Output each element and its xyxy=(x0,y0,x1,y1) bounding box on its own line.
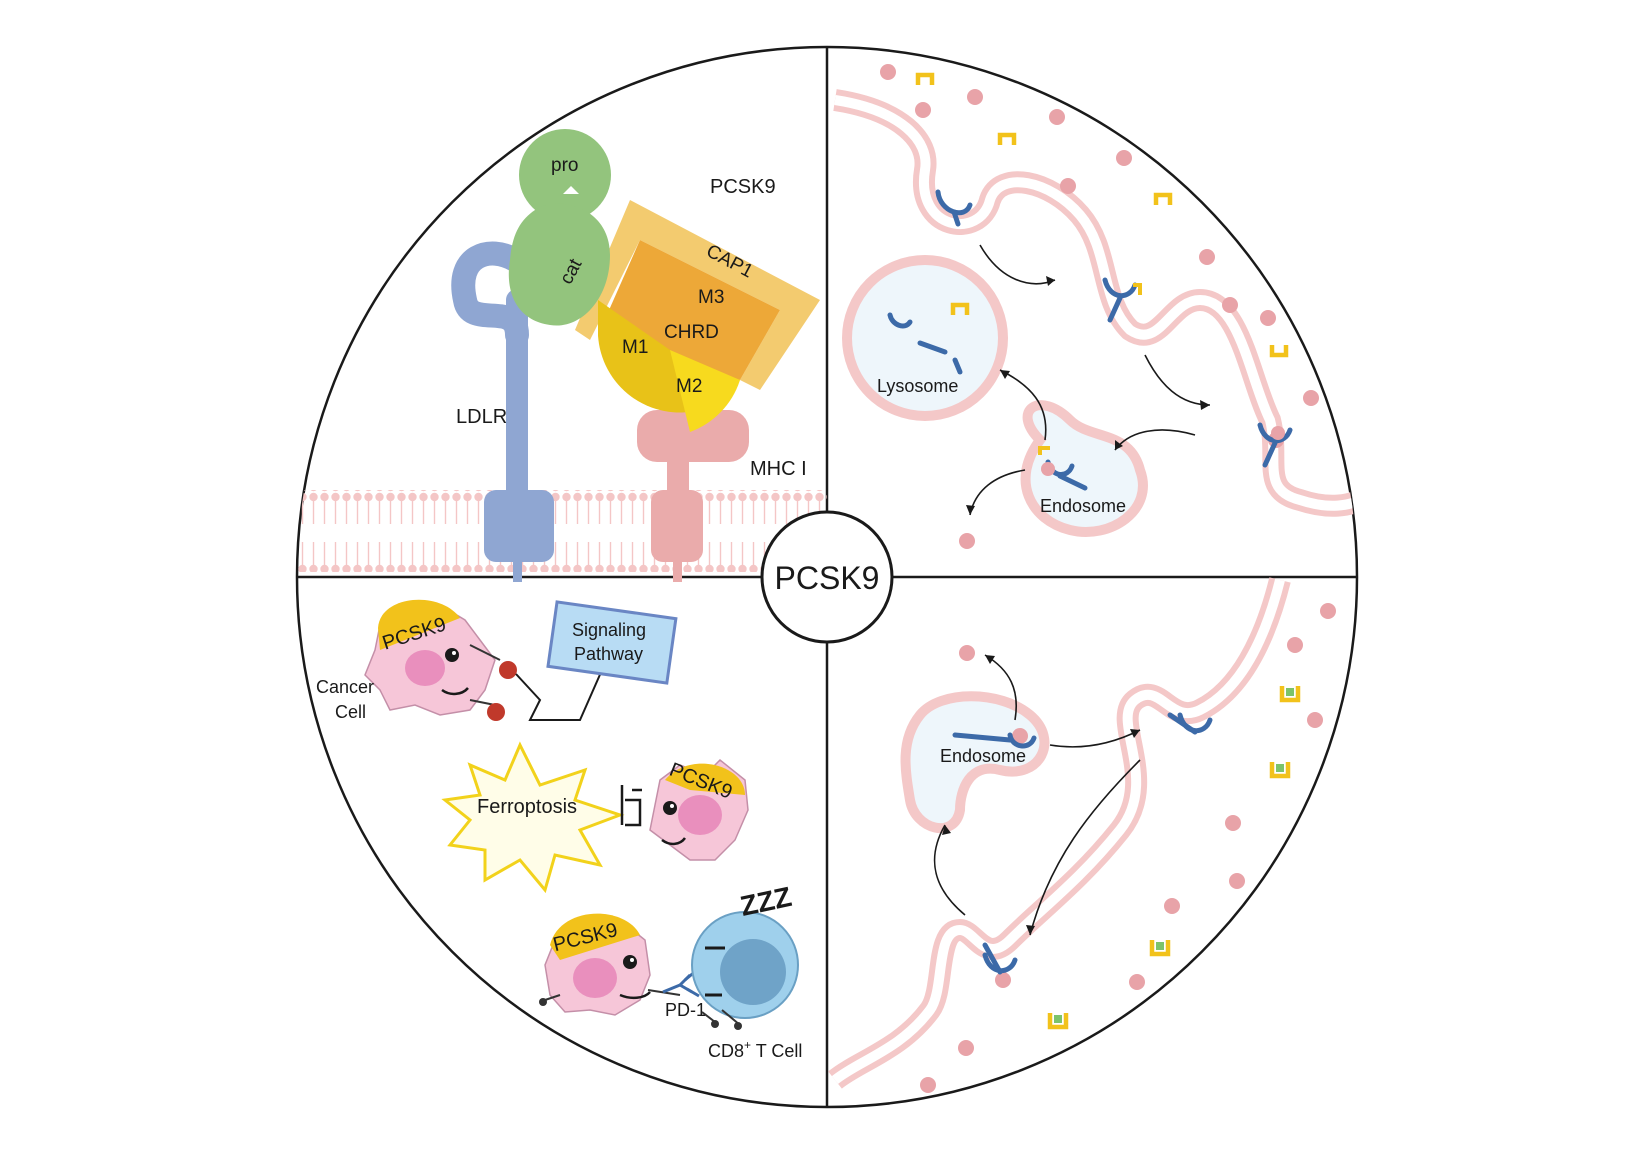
lysosome xyxy=(842,255,1008,421)
legend-ldlr-icon xyxy=(1275,1027,1343,1053)
inhibit-symbol xyxy=(620,785,642,827)
domain-m2: M2 xyxy=(676,376,702,397)
structure-panel: LDLR MHC I PCSK9 pro cat CAP1 M3 CH xyxy=(297,129,827,582)
cancer-cell-2 xyxy=(649,758,749,861)
legend-label-ldlr: :LDLR xyxy=(1345,1035,1399,1056)
ldlr-label: LDLR xyxy=(456,406,507,428)
cancer-cell-1 xyxy=(364,599,517,721)
pcsk9-structure-label: PCSK9 xyxy=(710,176,776,198)
t-cell xyxy=(691,911,799,1030)
endosome-label-top: Endosome xyxy=(1040,496,1126,516)
endosome-bottom xyxy=(900,691,1050,833)
cell-membrane xyxy=(297,490,827,572)
pd1-receptor xyxy=(662,968,700,998)
cholesterol-dots-top xyxy=(880,64,1319,549)
legend-label-inhibitor: :PCSK9 inhibitor xyxy=(1290,1079,1430,1100)
center-title: PCSK9 xyxy=(775,560,880,596)
legend-inhibitor-icon xyxy=(1277,1082,1288,1093)
arrowheads-bottom xyxy=(942,655,1140,935)
degradation-panel: Lysosome Endosome xyxy=(833,64,1357,549)
legend-label-cholesterol: :Cholesterol xyxy=(1298,949,1399,970)
pcsk9-structure xyxy=(508,129,820,432)
legend-cholesterol-icon xyxy=(1274,949,1292,967)
ferroptosis-label: Ferroptosis xyxy=(477,796,577,818)
inhibitor-complexes xyxy=(1047,686,1301,1030)
arrowheads-top xyxy=(966,276,1210,515)
signaling-label-line2: Pathway xyxy=(574,644,643,664)
endosome-label-bottom: Endosome xyxy=(940,746,1026,766)
mhc-label: MHC I xyxy=(750,458,807,480)
cancer-panel: PCSK9 Cancer Cell Signaling Pathway Ferr… xyxy=(316,599,802,1061)
tcell-label: CD8+ T Cell xyxy=(708,1038,802,1061)
signaling-pathway-box xyxy=(546,600,678,685)
cancer-cell-label-line2: Cell xyxy=(335,702,366,722)
bound-complex-top xyxy=(1038,283,1285,476)
domain-pro: pro xyxy=(551,155,578,176)
center-badge: PCSK9 xyxy=(760,510,894,644)
domain-m1: M1 xyxy=(622,337,648,358)
lysosome-label: Lysosome xyxy=(877,376,958,396)
ldlr-receptors-bottom xyxy=(952,712,1213,975)
transport-arrows-bottom xyxy=(933,654,1141,936)
legend: :Cholesterol :PCSK9 :LDLR :PCSK9 inhibit… xyxy=(1258,923,1430,1107)
cholesterol-dots-bottom xyxy=(920,603,1336,1093)
endosome-top xyxy=(1020,400,1148,537)
domain-chrd: CHRD xyxy=(664,322,719,343)
legend-pcsk9-icon xyxy=(1273,987,1293,1000)
mhc-structure xyxy=(637,410,749,582)
cancer-cell-3 xyxy=(539,913,681,1016)
signaling-connector xyxy=(515,669,603,721)
cancer-cell-label-line1: Cancer xyxy=(316,677,374,697)
domain-m3: M3 xyxy=(698,287,724,308)
ferroptosis-burst xyxy=(441,741,625,894)
signaling-label-line1: Signaling xyxy=(572,620,646,640)
legend-label-pcsk9: :PCSK9 xyxy=(1298,987,1366,1008)
pd1-label: PD-1 xyxy=(665,1000,706,1020)
pcsk9-brackets-top xyxy=(915,72,1289,358)
ldlr-structure xyxy=(451,241,554,582)
